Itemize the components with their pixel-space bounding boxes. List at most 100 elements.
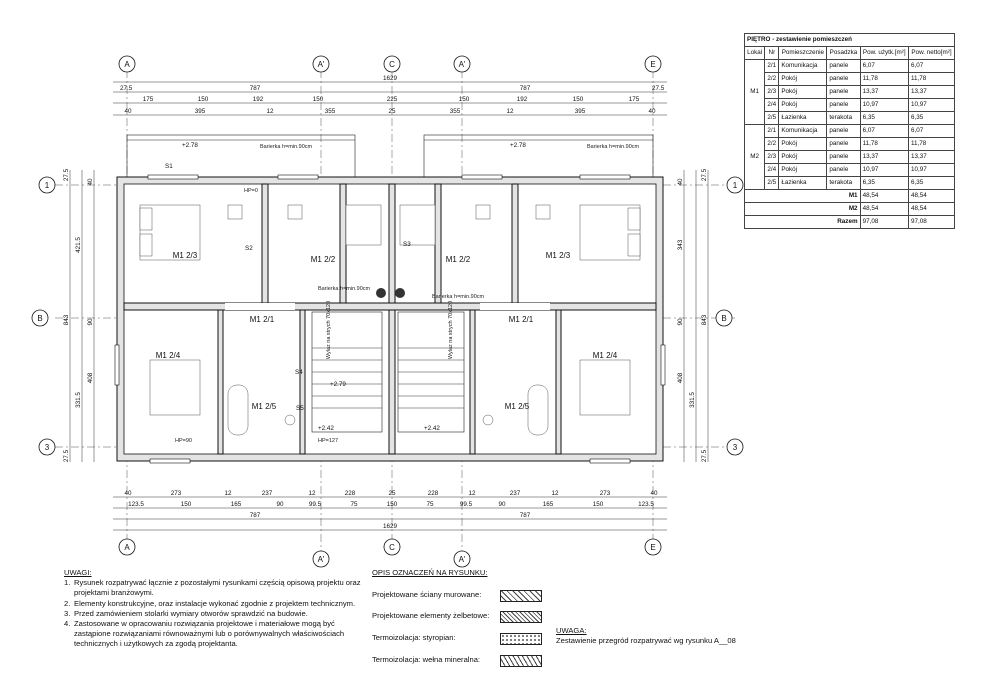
table-cell: 13,37 — [859, 150, 910, 164]
svg-text:787: 787 — [250, 85, 261, 92]
note-item: 2. Elementy konstrukcyjne, oraz instalac… — [64, 599, 364, 609]
table-cell: panele — [826, 163, 861, 177]
room-label: M1 2/3 — [546, 251, 571, 260]
room-schedule-header: Lokal Nr Pomieszczenie Posadzka Pow. uży… — [743, 46, 955, 60]
svg-text:27.5: 27.5 — [63, 168, 70, 181]
legend-item: Projektowane elementy żelbetowe: — [372, 611, 542, 623]
left-dimensions: 27.5 40 421.5 843 90 408 331.5 27.5 — [63, 168, 95, 462]
table-cell: 2/4 — [764, 163, 780, 177]
svg-text:E: E — [650, 60, 655, 69]
svg-text:150: 150 — [181, 501, 192, 508]
svg-text:787: 787 — [520, 85, 531, 92]
table-cell: 6,07 — [859, 124, 910, 138]
svg-text:99.5: 99.5 — [309, 501, 322, 508]
note-number: 3. — [64, 608, 71, 618]
note-item: 3. Przed zamówieniem stolarki wymiary ot… — [64, 609, 364, 619]
svg-text:228: 228 — [345, 490, 356, 497]
svg-text:75: 75 — [350, 501, 358, 508]
table-cell: 6,35 — [908, 111, 955, 125]
axis-bubble-left-2: B — [31, 309, 49, 327]
table-cell: 48,54 — [908, 189, 955, 203]
svg-text:3: 3 — [45, 443, 50, 452]
svg-text:Barierka h=min.90cm: Barierka h=min.90cm — [318, 286, 371, 292]
axis-bubble-bottom-4: A' — [453, 550, 471, 568]
table-cell: panele — [826, 150, 861, 164]
svg-text:+2.42: +2.42 — [424, 425, 440, 432]
table-row: M1 2/1 Komunikacja panele 6,07 6,07 — [743, 59, 955, 125]
table-cell: panele — [826, 59, 861, 73]
svg-text:27.5: 27.5 — [701, 168, 708, 181]
table-cell: Komunikacja — [778, 124, 828, 138]
svg-text:90: 90 — [498, 501, 506, 508]
col-header: Pow. użytk.[m²] — [859, 46, 910, 60]
svg-text:165: 165 — [543, 501, 554, 508]
table-cell: Pokój — [778, 85, 828, 99]
bottom-dimensions: 40 273 12 237 12 228 25 228 12 237 12 27… — [113, 490, 667, 531]
axis-bubble-top-2: A' — [312, 55, 330, 73]
table-cell: panele — [826, 98, 861, 112]
table-cell: 6,07 — [859, 59, 910, 73]
legend-item: Termoizolacja: styropian: — [372, 633, 542, 645]
window-marks: S1 S2 S3 S4 S5 HP=0 HP=90 HP=127 — [165, 163, 411, 444]
totals-row: M2 48,54 48,54 — [744, 202, 955, 216]
svg-text:40: 40 — [677, 178, 684, 186]
svg-text:C: C — [389, 60, 395, 69]
note-text: Przed zamówieniem stolarki wymiary otwor… — [74, 608, 308, 618]
svg-text:1629: 1629 — [383, 523, 398, 530]
table-cell: 11,78 — [908, 137, 955, 151]
room-label: M1 2/2 — [311, 255, 336, 264]
svg-text:90: 90 — [87, 318, 94, 326]
table-cell: 2/3 — [764, 150, 780, 164]
table-cell: 97,08 — [908, 215, 955, 229]
axis-bubble-bottom-2: A' — [312, 550, 330, 568]
table-row: 2/5 Łazienka terakota 6,35 6,35 — [745, 111, 955, 125]
svg-text:395: 395 — [575, 108, 586, 115]
table-cell: Pokój — [778, 72, 828, 86]
col-header: Nr — [764, 46, 780, 60]
uwaga-note: UWAGA: Zestawienie przegród rozpatrywać … — [556, 626, 736, 646]
svg-text:150: 150 — [387, 501, 398, 508]
svg-text:123.5: 123.5 — [128, 501, 144, 508]
table-cell: 13,37 — [859, 85, 910, 99]
table-cell: terakota — [826, 111, 861, 125]
table-cell: 2/1 — [764, 59, 780, 73]
notes-section: UWAGI: 1. Rysunek rozpatrywać łącznie z … — [64, 568, 364, 650]
legend-header: OPIS OZNACZEŃ NA RYSUNKU: — [372, 568, 488, 577]
table-cell: 2/5 — [764, 111, 780, 125]
table-cell: 2/1 — [764, 124, 780, 138]
table-cell: panele — [826, 72, 861, 86]
table-cell: panele — [826, 137, 861, 151]
mineral-wool-hatch-swatch — [500, 655, 542, 667]
svg-text:40: 40 — [650, 490, 658, 497]
svg-text:S1: S1 — [165, 163, 173, 170]
legend-item: Termoizolacja: wełna mineralna: — [372, 655, 542, 667]
svg-text:331.5: 331.5 — [75, 392, 82, 408]
svg-text:12: 12 — [551, 490, 559, 497]
svg-text:HP=90: HP=90 — [175, 438, 192, 444]
lokal-cell: M1 — [743, 59, 766, 125]
svg-text:40: 40 — [124, 108, 132, 115]
table-cell: 2/2 — [764, 137, 780, 151]
axis-bubble-right-2: B — [715, 309, 733, 327]
legend-item: Projektowane ściany murowane: — [372, 590, 542, 602]
svg-text:A: A — [124, 60, 130, 69]
axis-bubble-right-3: 3 — [726, 438, 744, 456]
svg-text:355: 355 — [450, 108, 461, 115]
note-item: 1. Rysunek rozpatrywać łącznie z pozosta… — [64, 578, 364, 598]
svg-text:A: A — [124, 543, 130, 552]
svg-text:237: 237 — [510, 490, 521, 497]
svg-text:A': A' — [318, 555, 325, 564]
note-text: Elementy konstrukcyjne, oraz instalacje … — [74, 598, 356, 608]
room-label: M1 2/1 — [509, 315, 534, 324]
svg-text:12: 12 — [308, 490, 316, 497]
legend-label: Termoizolacja: styropian: — [372, 633, 456, 642]
svg-text:165: 165 — [231, 501, 242, 508]
axis-bubble-bottom-5: E — [644, 538, 662, 556]
svg-text:Wylaz na strych 70x120: Wylaz na strych 70x120 — [326, 301, 332, 359]
table-cell: Łazienka — [778, 111, 828, 125]
svg-text:27.5: 27.5 — [63, 449, 70, 462]
note-text: Zastosowane w opracowaniu rozwiązania pr… — [74, 619, 345, 649]
table-cell: terakota — [826, 176, 861, 190]
table-cell: 6,07 — [908, 59, 955, 73]
table-cell: 6,35 — [908, 176, 955, 190]
